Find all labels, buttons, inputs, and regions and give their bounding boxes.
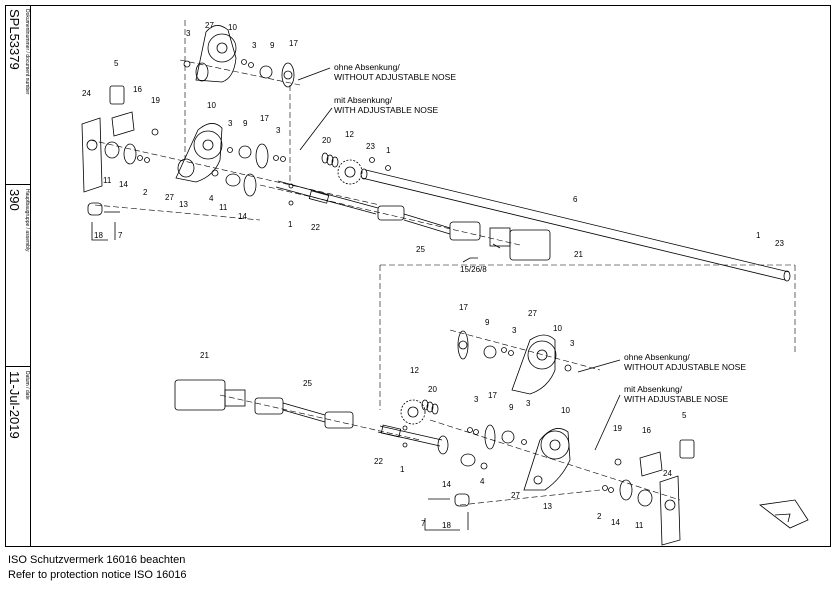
part-number: 24	[663, 469, 672, 478]
part-number: 9	[243, 119, 248, 128]
part-number: 13	[543, 502, 552, 511]
drive-shaft-upper	[275, 180, 551, 261]
bracket-top-left	[81, 85, 159, 216]
part-number: 27	[528, 309, 537, 318]
part-number: 5	[682, 411, 687, 420]
part-number: 21	[200, 351, 209, 360]
part-number: 20	[428, 385, 437, 394]
callout-without-nose-de-bottom: ohne Absenkung/	[624, 352, 690, 362]
part-number: 3	[228, 119, 233, 128]
part-number: 24	[82, 89, 91, 98]
drive-shaft-lower	[174, 379, 443, 448]
main-shaft	[360, 168, 791, 282]
part-number: 10	[228, 23, 237, 32]
belt-drive-lower-bottom	[437, 424, 571, 491]
belt-drive-upper-mid	[175, 123, 286, 197]
part-number: 27	[205, 21, 214, 30]
callout-texts: ohne Absenkung/ WITHOUT ADJUSTABLE NOSE …	[334, 62, 746, 404]
part-number: 9	[270, 41, 275, 50]
part-number: 3	[512, 326, 517, 335]
center-lines	[89, 20, 796, 506]
part-numbers-top: 3 27 10 3 9 17 5 16 24 19 10 3 9 17 3 20…	[82, 21, 784, 274]
part-number: 9	[509, 403, 514, 412]
callout-without-nose-en-bottom: WITHOUT ADJUSTABLE NOSE	[624, 362, 746, 372]
part-number: 3	[276, 126, 281, 135]
part-number: 14	[238, 212, 247, 221]
part-number: 14	[611, 518, 620, 527]
part-number: 12	[345, 130, 354, 139]
part-number: 3	[186, 29, 191, 38]
callout-without-nose-en-top: WITHOUT ADJUSTABLE NOSE	[334, 72, 456, 82]
part-number: 25	[303, 379, 312, 388]
part-number: 17	[459, 303, 468, 312]
callout-with-nose-de-bottom: mit Absenkung/	[624, 384, 683, 394]
part-number: 1	[400, 465, 405, 474]
part-number: 9	[485, 318, 490, 327]
part-number: 11	[219, 203, 228, 212]
part-number: 3	[252, 41, 257, 50]
part-number: 10	[561, 406, 570, 415]
part-number: 23	[775, 239, 784, 248]
part-number: 6	[573, 195, 578, 204]
part-number: 18	[94, 231, 103, 240]
callout-with-nose-en-top: WITH ADJUSTABLE NOSE	[334, 105, 439, 115]
part-number: 27	[511, 491, 520, 500]
part-number: 3	[570, 339, 575, 348]
part-number: 19	[613, 424, 622, 433]
document-number-cell: Dokumentnummer / document number SPL5337…	[5, 5, 31, 185]
belt-drive-upper-top	[183, 25, 295, 88]
part-number: 5	[114, 59, 119, 68]
part-number: 12	[410, 366, 419, 375]
part-number: 2	[597, 512, 602, 521]
callout-with-nose-de-top: mit Absenkung/	[334, 95, 393, 105]
part-number: 17	[260, 114, 269, 123]
part-number: 10	[207, 101, 216, 110]
part-number: 16	[133, 85, 142, 94]
protection-notice-de: ISO Schutzvermerk 16016 beachten	[8, 554, 186, 566]
belt-drive-lower-top	[457, 330, 572, 395]
part-number: 25	[416, 245, 425, 254]
drawing-frame	[5, 5, 831, 547]
part-number: 22	[374, 457, 383, 466]
part-number: 1	[386, 146, 391, 155]
callout-arrows	[297, 67, 809, 529]
part-number: 13	[179, 200, 188, 209]
part-number: 11	[103, 176, 112, 185]
part-number: 4	[209, 194, 214, 203]
part-number: 11	[635, 521, 644, 530]
sprocket-upper	[321, 152, 391, 185]
bracket-lower-right	[428, 439, 695, 546]
part-number: 2	[143, 188, 148, 197]
part-number: 1	[288, 220, 293, 229]
part-number: 17	[488, 391, 497, 400]
title-block: Dokumentnummer / document number SPL5337…	[5, 5, 31, 547]
part-number: 7	[421, 519, 426, 528]
part-number: 10	[553, 324, 562, 333]
part-number: 27	[165, 193, 174, 202]
part-number: 19	[151, 96, 160, 105]
label-brackets	[91, 222, 478, 531]
part-number: 20	[322, 136, 331, 145]
part-number: 4	[480, 477, 485, 486]
part-number: 23	[366, 142, 375, 151]
callout-without-nose-de-top: ohne Absenkung/	[334, 62, 400, 72]
part-number: 7	[118, 231, 123, 240]
part-number: 14	[119, 180, 128, 189]
protection-notice-en: Refer to protection notice ISO 16016	[8, 569, 187, 581]
sprocket-lower	[400, 399, 439, 425]
part-number: 14	[442, 480, 451, 489]
part-number: 17	[289, 39, 298, 48]
part-number: 3	[526, 399, 531, 408]
part-number: 21	[574, 250, 583, 259]
part-number: 15/26/8	[460, 265, 487, 274]
part-number: 3	[474, 395, 479, 404]
callout-with-nose-en-bottom: WITH ADJUSTABLE NOSE	[624, 394, 729, 404]
part-number: 16	[642, 426, 651, 435]
part-number: 22	[311, 223, 320, 232]
part-number: 1	[756, 231, 761, 240]
part-numbers-bottom: 17 9 3 27 10 3 12 20 21 25 3 17 9 3 10 1…	[200, 303, 687, 530]
assembly-cell: Hauptbaugruppe / assembly 390	[5, 185, 31, 367]
part-number: 18	[442, 521, 451, 530]
